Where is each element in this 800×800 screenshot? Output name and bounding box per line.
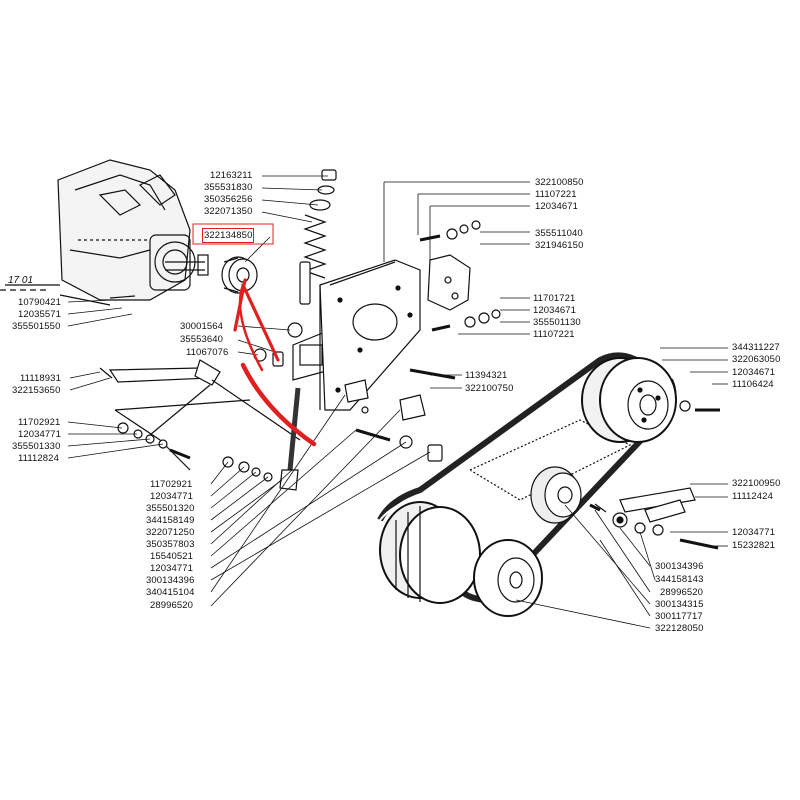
part-label: 355501130 — [533, 317, 581, 328]
part-label: 11106424 — [732, 379, 774, 390]
part-label: 344158143 — [655, 574, 704, 585]
part-label: 322100750 — [465, 383, 514, 394]
bolt-stack — [222, 428, 443, 482]
part-label: 344311227 — [732, 342, 780, 353]
part-label: 12034671 — [732, 367, 776, 378]
part-label: 11118931 — [20, 373, 61, 384]
part-label: 355531830 — [204, 182, 253, 193]
part-label: 12163211 — [210, 170, 253, 181]
lever-linkage — [99, 359, 301, 471]
plate-washers — [431, 309, 501, 332]
part-label: 350356256 — [204, 194, 253, 205]
part-label: 355511040 — [535, 228, 583, 239]
part-label: 11107221 — [533, 329, 575, 340]
part-label: 340415104 — [146, 587, 195, 598]
part-label: 322071250 — [146, 527, 195, 538]
tie-rod — [279, 387, 301, 491]
part-label: 10790421 — [18, 297, 62, 308]
upper-bracket — [419, 220, 481, 311]
part-label: 12034671 — [533, 305, 577, 316]
part-label: 15540521 — [150, 551, 194, 562]
part-label: 12034771 — [18, 429, 62, 440]
section-tag: 17 01 — [8, 275, 34, 286]
part-label: 11112424 — [732, 491, 773, 502]
part-label: 11112824 — [18, 453, 59, 464]
upper-pulley — [581, 357, 720, 443]
part-label: 322128050 — [655, 623, 704, 634]
part-label: 11701721 — [533, 293, 576, 304]
part-label: 11107221 — [535, 189, 577, 200]
part-label: 12034771 — [150, 491, 194, 502]
part-label: 28996520 — [150, 600, 194, 611]
leader-lines — [67, 175, 728, 629]
part-label: 322100950 — [732, 478, 781, 489]
part-label: 355501550 — [12, 321, 61, 332]
part-label: 28996520 — [660, 587, 704, 598]
highlight-box — [192, 223, 274, 245]
part-label: 30001564 — [180, 321, 224, 332]
tensioner-arm — [589, 487, 719, 550]
part-label: 344158149 — [146, 515, 195, 526]
part-label: 322153650 — [12, 385, 61, 396]
part-label: 12034771 — [732, 527, 776, 538]
part-label: 355501320 — [146, 503, 195, 514]
part-label: 322071350 — [204, 206, 253, 217]
part-label: 300134396 — [655, 561, 704, 572]
part-label: 300134396 — [146, 575, 195, 586]
part-label: 12034671 — [535, 201, 579, 212]
highlighted-part-label: 322134850 — [201, 228, 255, 243]
part-label: 35553640 — [180, 334, 224, 345]
coupling-hub — [221, 256, 258, 294]
part-label: 355501330 — [12, 441, 61, 452]
lower-pulley — [379, 501, 543, 617]
part-label: 11702921 — [18, 417, 61, 428]
part-label: 300117717 — [655, 611, 703, 622]
idler-pulley — [530, 466, 582, 524]
mounting-plate — [319, 259, 421, 411]
part-label: 15232821 — [732, 540, 776, 551]
part-label: 300134315 — [655, 599, 704, 610]
part-label: 321946150 — [535, 240, 584, 251]
part-label: 350357803 — [146, 539, 195, 550]
part-label: 11394321 — [465, 370, 508, 381]
spacers — [344, 368, 456, 421]
part-label: 11702921 — [150, 479, 193, 490]
engine-block — [5, 159, 209, 306]
part-label: 12034771 — [150, 563, 194, 574]
spring-assembly — [299, 169, 337, 305]
part-label: 322063050 — [732, 354, 781, 365]
red-annotation — [233, 278, 317, 447]
part-label: 12035571 — [18, 309, 62, 320]
part-label: 11067076 — [186, 347, 229, 358]
part-label: 322100850 — [535, 177, 584, 188]
